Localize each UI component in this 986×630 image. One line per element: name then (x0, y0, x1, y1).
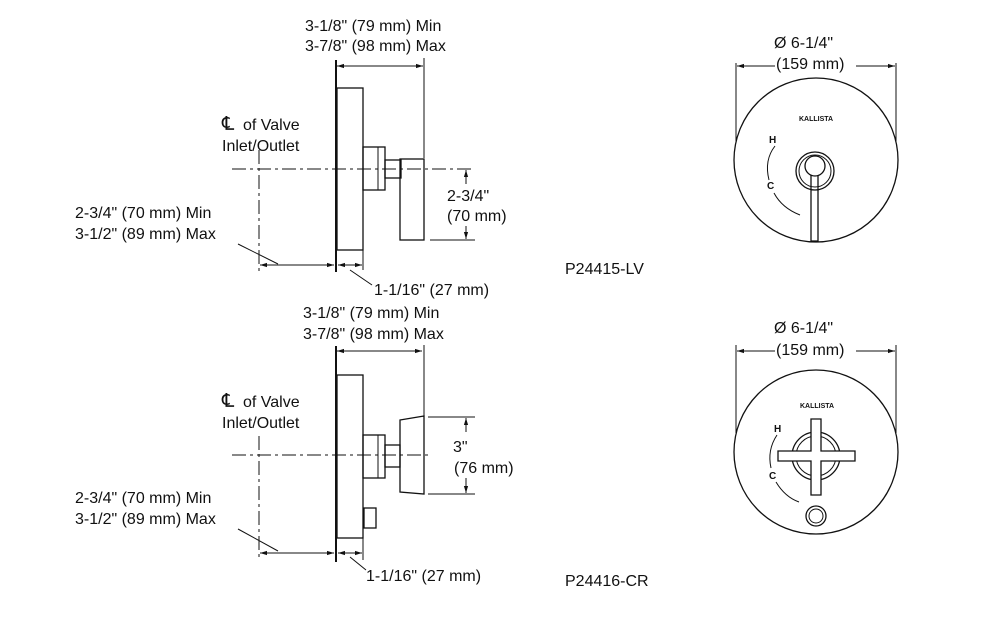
centerline-symbol: ℄ (221, 114, 235, 135)
escutcheon-depth-label: 1-1/16" (27 mm) (374, 282, 489, 299)
offset-max-label: 3-1/2" (89 mm) Max (75, 226, 216, 243)
escutcheon-plate (733, 369, 899, 535)
diverter-button (363, 507, 377, 529)
cross-handle (399, 415, 425, 495)
centerline-label: of Valve (243, 394, 300, 411)
model-number: P24416-CR (565, 573, 649, 590)
centerline-label: of Valve (243, 117, 300, 134)
cold-indicator: C (767, 181, 774, 192)
offset-min-label: 2-3/4" (70 mm) Min (75, 205, 211, 222)
depth-min-label: 3-1/8" (79 mm) Min (303, 305, 439, 322)
depth-min-label: 3-1/8" (79 mm) Min (305, 18, 441, 35)
lever-handle-front (810, 175, 819, 242)
temperature-arc (769, 434, 778, 469)
handle-stem (384, 444, 401, 468)
front-view-lever: Ø 6-1/4" (159 mm) KALLISTA H C (733, 35, 899, 243)
escutcheon (336, 374, 364, 539)
depth-max-label: 3-7/8" (98 mm) Max (303, 326, 444, 343)
offset-max-label: 3-1/2" (89 mm) Max (75, 511, 216, 528)
diverter-button-front (805, 505, 827, 527)
offset-min-label: 2-3/4" (70 mm) Min (75, 490, 211, 507)
cold-indicator: C (769, 471, 776, 482)
handle-hub (795, 151, 835, 191)
model-number: P24415-LV (565, 261, 644, 278)
escutcheon-plate (733, 77, 899, 243)
cross-handle-front (777, 418, 856, 496)
handle-dim-label: 3" (453, 439, 468, 456)
centerline-symbol: ℄ (221, 391, 235, 412)
diameter-label: Ø 6-1/4" (774, 35, 833, 52)
diameter-mm-label: (159 mm) (776, 342, 844, 359)
side-view-cross: 3-1/8" (79 mm) Min 3-7/8" (98 mm) Max ℄ … (75, 305, 649, 590)
hot-indicator: H (769, 135, 776, 146)
temperature-arc (767, 145, 776, 181)
escutcheon-depth-label: 1-1/16" (27 mm) (366, 568, 481, 585)
diameter-mm-label: (159 mm) (776, 56, 844, 73)
side-view-lever: 3-1/8" (79 mm) Min 3-7/8" (98 mm) Max ℄ … (75, 18, 644, 299)
handle-dim-mm-label: (70 mm) (447, 208, 507, 225)
diameter-label: Ø 6-1/4" (774, 320, 833, 337)
depth-max-label: 3-7/8" (98 mm) Max (305, 38, 446, 55)
centerline-label-2: Inlet/Outlet (222, 415, 300, 432)
brand-logo: KALLISTA (799, 116, 833, 123)
front-view-cross: Ø 6-1/4" (159 mm) KALLISTA H C (733, 320, 899, 535)
centerline-label-2: Inlet/Outlet (222, 138, 300, 155)
handle-dim-mm-label: (76 mm) (454, 460, 514, 477)
valve-hub (362, 434, 386, 479)
lever-handle (399, 158, 425, 241)
handle-dim-label: 2-3/4" (447, 188, 489, 205)
hot-indicator: H (774, 424, 781, 435)
brand-logo: KALLISTA (800, 403, 834, 410)
